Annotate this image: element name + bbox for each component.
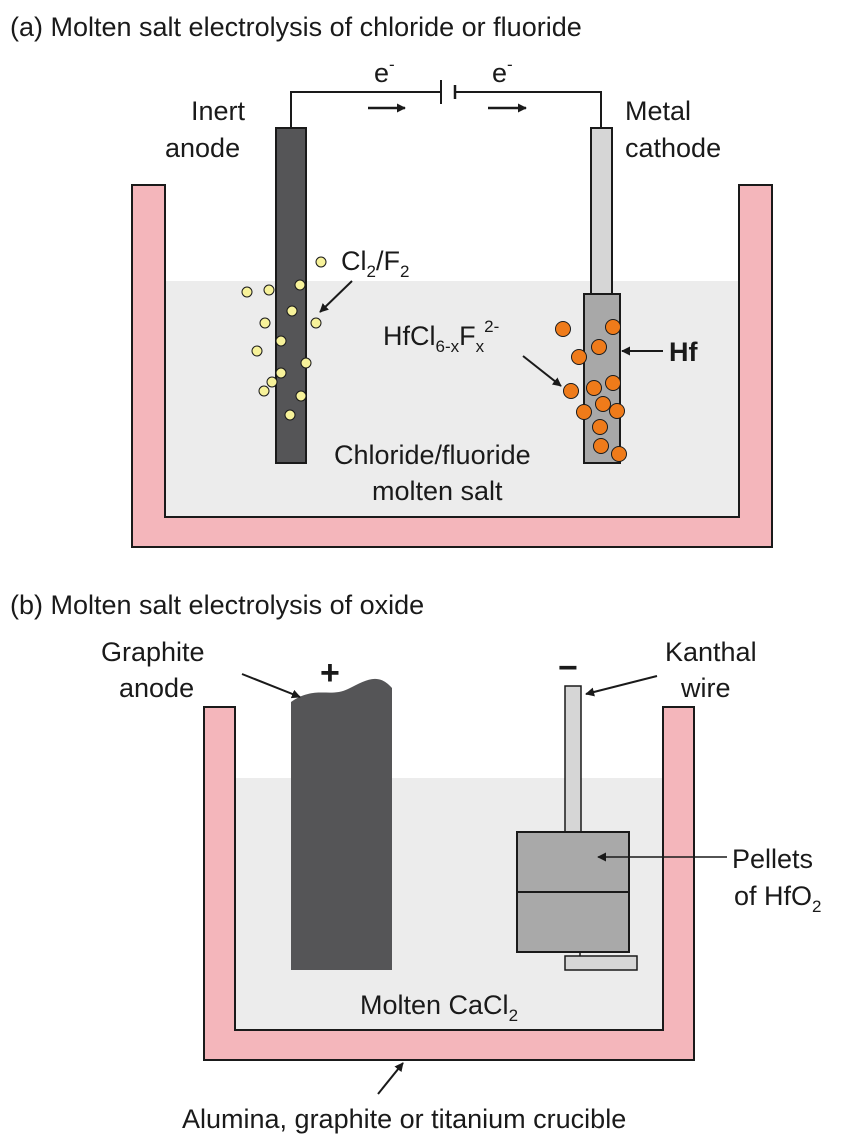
- pellets-label-line1: Pellets: [732, 844, 813, 874]
- hf-ions: [555, 319, 627, 462]
- panel-a-salt-label-line1: Chloride/fluoride: [334, 440, 531, 470]
- electron-label-left: e-: [374, 55, 395, 88]
- hf-deposit-label: Hf: [669, 337, 698, 367]
- gas-bubble: [284, 409, 296, 421]
- hf-ion: [576, 404, 592, 420]
- gas-bubble: [251, 345, 263, 357]
- hf-ion: [605, 375, 621, 391]
- panel-a: (a) Molten salt electrolysis of chloride…: [10, 12, 773, 548]
- panel-b-crucible: [203, 706, 695, 1061]
- panel-a-crucible: [131, 184, 773, 548]
- hf-ion: [591, 339, 607, 355]
- kanthal-wire-label-line2: wire: [680, 673, 731, 703]
- gas-bubble: [266, 376, 278, 388]
- hf-ion: [605, 319, 621, 335]
- gas-bubble: [286, 305, 298, 317]
- hf-ion: [611, 446, 627, 462]
- hf-complex-ion-label: HfCl6-xFx2-: [383, 317, 499, 356]
- hf-ion: [595, 396, 611, 412]
- hf-complex-ion-arrow: [522, 355, 562, 387]
- panel-b: (b) Molten salt electrolysis of oxide + …: [10, 590, 822, 1134]
- gas-bubble: [310, 317, 322, 329]
- hf-ion: [592, 419, 608, 435]
- kanthal-wire: [564, 685, 582, 835]
- hf-ion: [571, 349, 587, 365]
- inert-anode: [275, 127, 307, 464]
- panel-a-circuit-wire: [290, 91, 602, 128]
- kanthal-wire-arrow: [585, 675, 658, 697]
- panel-b-title: (b) Molten salt electrolysis of oxide: [10, 590, 424, 620]
- gas-bubbles: [241, 256, 327, 421]
- hfo2-pellet-lower: [516, 891, 630, 953]
- gas-bubble: [294, 279, 306, 291]
- cl2-f2-arrow: [319, 280, 353, 313]
- cathode-minus-sign: −: [558, 649, 578, 687]
- graphite-anode: [291, 678, 392, 970]
- inert-anode-label-line1: Inert: [191, 96, 246, 126]
- kanthal-wire-label-line1: Kanthal: [665, 637, 757, 667]
- gas-bubble: [241, 286, 253, 298]
- gas-bubble: [295, 390, 307, 402]
- gas-bubble: [300, 357, 312, 369]
- graphite-anode-label-line2: anode: [119, 673, 194, 703]
- hf-ion: [593, 438, 609, 454]
- crucible-label: Alumina, graphite or titanium crucible: [182, 1104, 626, 1134]
- cl2-f2-label: Cl2/F2: [341, 246, 409, 281]
- hfo2-pellet-upper: [516, 831, 630, 893]
- pellet-holder-plate: [564, 955, 638, 971]
- inert-anode-label-line2: anode: [165, 133, 240, 163]
- gas-bubble: [315, 256, 327, 268]
- graphite-anode-arrow: [241, 673, 301, 699]
- hf-ion: [555, 321, 571, 337]
- panel-a-title: (a) Molten salt electrolysis of chloride…: [10, 12, 582, 42]
- anode-plus-sign: +: [320, 654, 340, 692]
- gas-bubble: [263, 284, 275, 296]
- gas-bubble: [275, 367, 287, 379]
- gas-bubble: [259, 317, 271, 329]
- crucible-arrow: [377, 1062, 404, 1095]
- metal-cathode-label-line2: cathode: [625, 133, 721, 163]
- gas-bubble: [275, 335, 287, 347]
- panel-a-salt-label-line2: molten salt: [372, 476, 503, 506]
- hf-ion: [609, 403, 625, 419]
- hf-ion: [563, 383, 579, 399]
- electron-label-right: e-: [492, 55, 513, 88]
- panel-b-salt-label: Molten CaCl2: [360, 990, 518, 1025]
- pellets-label-line2: of HfO2: [734, 881, 822, 916]
- metal-cathode-label-line1: Metal: [625, 96, 691, 126]
- graphite-anode-label-line1: Graphite: [101, 637, 205, 667]
- hf-ion: [586, 380, 602, 396]
- gas-bubble: [258, 385, 270, 397]
- metal-cathode-rod: [590, 127, 613, 295]
